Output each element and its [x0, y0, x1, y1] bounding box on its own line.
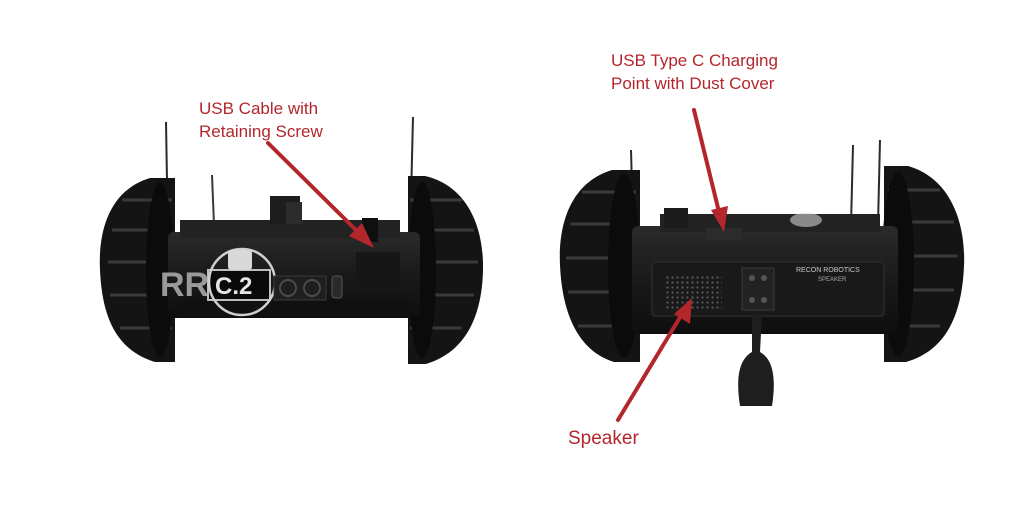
callout-usb-c-line2: Point with Dust Cover: [611, 74, 775, 93]
callout-usb-c-line1: USB Type C Charging: [611, 51, 778, 70]
antenna-right-b: [850, 144, 854, 226]
callout-speaker-label: Speaker: [568, 428, 639, 449]
robot-left: RR C.2: [99, 116, 484, 364]
callout-usb-cable: USB Cable with Retaining Screw: [199, 97, 323, 143]
brand-sublabel: SPEAKER: [818, 277, 847, 283]
antenna-right-c: [877, 139, 881, 226]
robot-right: RECON ROBOTICS SPEAKER: [559, 139, 965, 406]
tail: [738, 314, 774, 406]
callout-usb-cable-line1: USB Cable with: [199, 99, 319, 118]
robot-left-logo: RR: [160, 266, 209, 304]
brand-text: RECON ROBOTICS: [796, 267, 860, 274]
key-tag: [228, 250, 252, 270]
wheel-right-outer: [559, 170, 640, 362]
speaker-grill: [664, 274, 722, 310]
robot-left-badge: C.2: [215, 273, 252, 300]
callout-usb-c-charging: USB Type C Charging Point with Dust Cove…: [611, 49, 778, 95]
antenna-left-c: [211, 174, 215, 226]
arrow-usb-cable: [266, 141, 374, 248]
callout-usb-cable-line2: Retaining Screw: [199, 122, 323, 141]
arrow-usb-c: [692, 108, 728, 232]
callout-speaker: Speaker: [568, 427, 639, 450]
wheel-left-outer: [99, 178, 175, 362]
arrow-speaker: [616, 298, 692, 422]
